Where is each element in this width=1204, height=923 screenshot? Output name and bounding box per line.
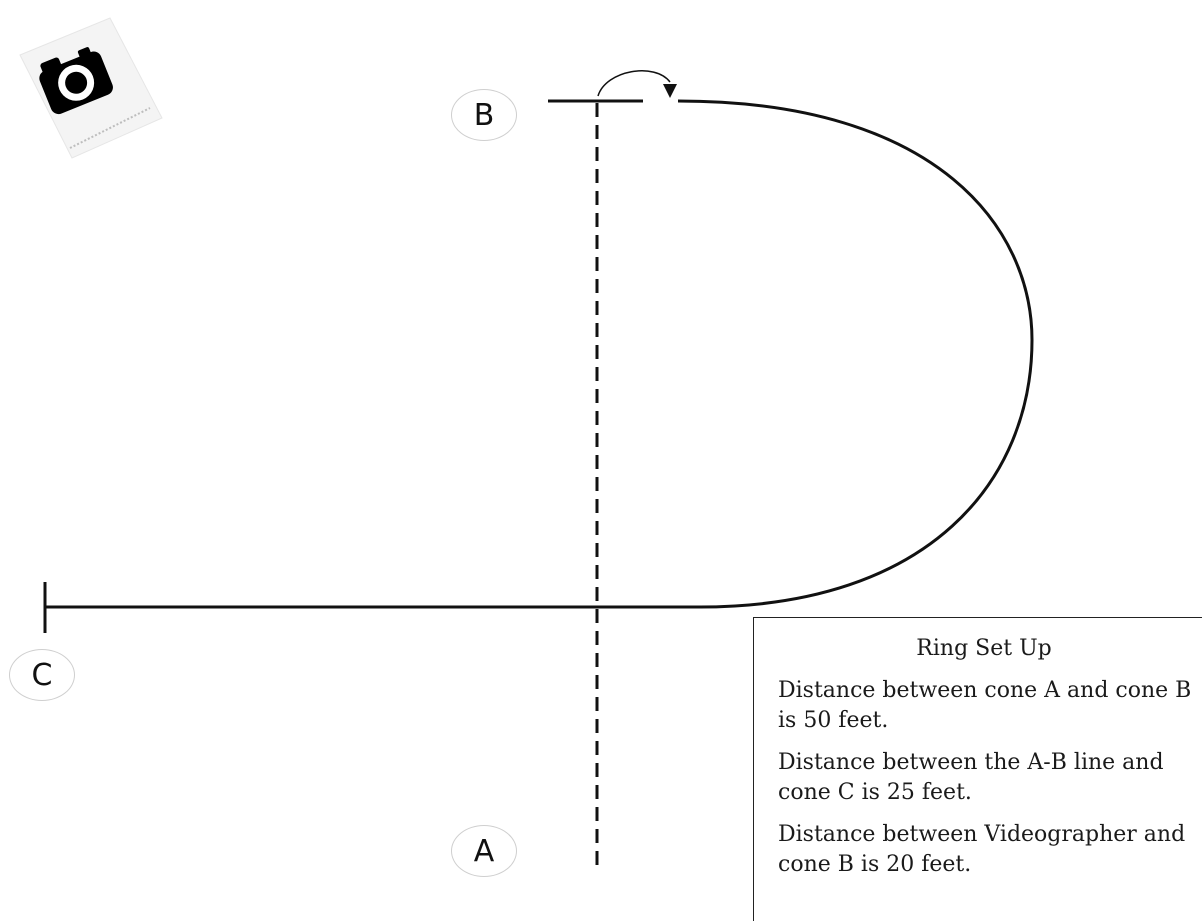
cone-c-label: C — [9, 649, 75, 701]
turn-arrow-head — [663, 84, 677, 98]
cone-b-label: B — [451, 89, 517, 141]
ring-setup-title: Ring Set Up — [916, 636, 1052, 661]
ring-path — [677, 99, 1034, 609]
distance-ab-line-c-text: Distance between the A-B line and cone C… — [778, 750, 1164, 805]
ring-setup-box: Ring Set Up Distance between cone A and … — [753, 617, 1202, 921]
distance-videographer-b-text: Distance between Videographer and cone B… — [778, 822, 1186, 877]
camera-icon — [39, 47, 113, 115]
distance-a-b-text: Distance between cone A and cone B is 50… — [778, 678, 1192, 733]
turn-arrow — [597, 70, 671, 97]
videographer-badge — [19, 17, 163, 159]
cone-a-label: A — [451, 825, 517, 877]
